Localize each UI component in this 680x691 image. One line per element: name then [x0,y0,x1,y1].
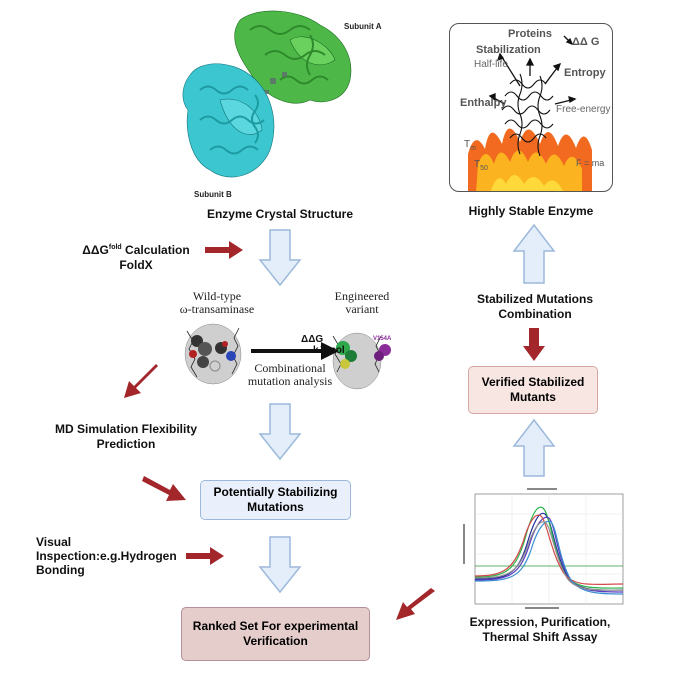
red-arrow-ddg [205,241,243,259]
transaminase-panel: Wild-type ω-transaminase Engineered vari… [175,286,405,401]
combination-line1: Stabilized Mutations [476,292,593,306]
visual-inspection-label: Visual Inspection:e.g.Hydrogen Bonding [36,535,177,577]
ddg-overlay-label: ΔΔG kJ/mol [301,334,345,356]
thermal-shift-plot [457,484,627,612]
md-line2: Prediction [96,437,156,451]
ddg-line2: FoldX [119,258,153,272]
ranked-line2: Verification [243,634,308,648]
expression-line2: Thermal Shift Assay [482,630,598,644]
red-arrow-to-potentially [142,476,186,501]
kjmol-label: kJ/mol [313,345,345,356]
fma-label: F = ma [576,158,605,168]
combi-line1: Combinational [254,361,326,375]
engineered-line2: variant [345,302,379,316]
stable-enzyme-panel: Proteins ΔΔ G Stabilization Half-life En… [449,23,613,192]
engineered-line1: Engineered [334,289,390,303]
flame-illustration [468,35,592,191]
combination-line2: Combination [498,307,572,321]
t50-label: T50 [474,159,488,172]
half-life-label: Half-life [474,59,508,70]
wild-line2: ω-transaminase [179,302,255,316]
blue-arrow-up-1 [512,223,556,284]
red-arrow-to-ranked [396,588,435,620]
engineered-label: Engineered variant [323,290,401,316]
stabilization-label: Stabilization [476,44,541,56]
combi-line2: mutation analysis [247,374,333,388]
ddg-pre: ΔΔG [82,243,109,257]
blue-arrow-up-2 [512,418,556,477]
ddg-sup: fold [108,244,122,251]
t50-main: T [474,159,481,170]
thermal-shift-plot-image [463,488,624,609]
verified-line2: Mutants [509,390,556,404]
subunit-a-label: Subunit A [344,22,382,31]
blue-arrow-down-3 [258,536,302,594]
stabilized-combination-label: Stabilized Mutations Combination [460,292,610,322]
expression-label: Expression, Purification, Thermal Shift … [455,615,625,645]
tm-sub: m [470,145,476,152]
ddg-label: ΔΔ G [572,36,600,48]
transaminase-illustration [184,323,391,390]
ddg-calculation-label: ΔΔGfold Calculation FoldX [76,240,196,273]
free-energy-label: Free-energy [556,104,611,115]
ranked-set-box: Ranked Set For experimental Verification [181,607,370,661]
subunit-b-label: Subunit B [194,190,232,199]
visual-line1: Visual [36,535,72,549]
red-arrow-visual [186,547,224,565]
potentially-line1: Potentially Stabilizing [213,485,338,499]
ddg-overlay: ΔΔG [301,334,324,345]
enthalpy-label: Enthalpy [460,97,507,109]
ddg-post: Calculation [121,243,190,257]
tm-label: Tm [464,139,476,152]
wild-type-label: Wild-type ω-transaminase [177,290,257,316]
t50-sub: 50 [480,165,488,172]
proteins-label: Proteins [508,28,553,40]
wild-line1: Wild-type [192,289,242,303]
red-arrow-md [124,364,158,398]
potentially-stabilizing-box: Potentially Stabilizing Mutations [200,480,351,520]
v154a-label: V154A [373,336,392,342]
blue-arrow-down-1 [258,229,302,287]
tm-main: T [464,139,471,150]
crystal-structure-caption: Enzyme Crystal Structure [206,207,354,221]
potentially-line2: Mutations [247,500,304,514]
md-simulation-label: MD Simulation Flexibility Prediction [40,422,212,452]
ranked-line1: Ranked Set For experimental [192,619,359,633]
crystal-structure-image [182,10,352,178]
expression-line1: Expression, Purification, [469,615,611,629]
blue-arrow-down-2 [258,403,302,461]
combinational-label: Combinational mutation analysis [235,362,345,388]
visual-line3: Bonding [36,563,85,577]
stable-enzyme-caption: Highly Stable Enzyme [468,204,594,218]
red-arrow-down-combination [523,328,545,361]
verified-mutants-box: Verified Stabilized Mutants [468,366,598,414]
ddg-line1: ΔΔGfold Calculation [76,240,196,258]
entropy-label: Entropy [564,67,606,79]
visual-line2: Inspection:e.g.Hydrogen [36,549,177,563]
md-line1: MD Simulation Flexibility [54,422,197,436]
verified-line1: Verified Stabilized [481,375,585,389]
crystal-structure-panel: Subunit A Subunit B [170,0,390,205]
